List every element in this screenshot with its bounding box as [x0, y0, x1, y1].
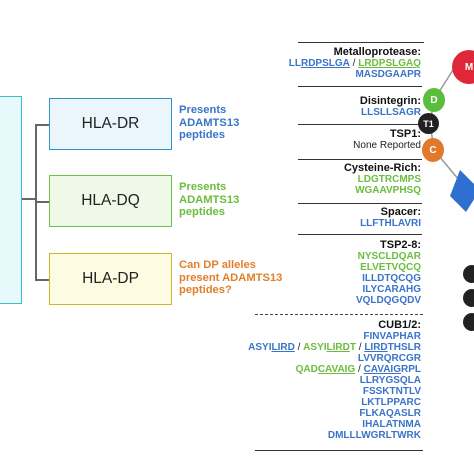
cysteine-section: Cysteine-Rich: LDGTRCMPS WGAAVPHSQ: [343, 162, 421, 197]
separator-cysteine: [298, 203, 422, 204]
tsp1-note: None Reported: [353, 140, 421, 151]
cub-peptide-lirdthslr: LIRDTHSLR: [364, 342, 421, 353]
tsp1-title: TSP1:: [389, 128, 421, 140]
cub-peptide-3: LVVRQRCGR: [357, 353, 421, 364]
root-node-box: [0, 96, 22, 304]
separator-cub: [255, 450, 423, 451]
cub-peptide: IHALATNMA: [362, 419, 421, 430]
hla-dp-description: Can DP alleles present ADAMTS13 peptides…: [179, 259, 283, 296]
cub-peptide-1: FINVAPHAR: [363, 331, 421, 342]
peptide-prefix: ASYI: [303, 342, 327, 353]
tsp-repeat-node: [463, 265, 474, 283]
peptide-underlined: CAVAIG: [363, 364, 401, 375]
connector-root: [22, 198, 36, 200]
peptide-underlined: LIRD: [326, 342, 350, 353]
connector-trunk: [35, 124, 37, 281]
metalloprotease-node-label: M: [464, 61, 474, 73]
peptide-separator: /: [355, 342, 365, 353]
disintegrin-title: Disintegrin:: [359, 95, 421, 107]
cysteine-peptide-1: LDGTRCMPS: [357, 174, 421, 185]
metalloprotease-title: Metalloprotease:: [333, 46, 421, 58]
tsp1-section: TSP1: None Reported: [353, 128, 421, 152]
domain-structure-graphic: [429, 61, 474, 331]
tsp-repeat-node: [463, 289, 474, 307]
disintegrin-section: Disintegrin: LLSLLSAGR: [359, 95, 421, 119]
peptide-suffix: T: [349, 342, 356, 353]
metalloprotease-peptide-2: LRDPSLGAQ: [358, 58, 421, 69]
cub-peptide: FLKAQASLR: [359, 408, 421, 419]
spacer-section: Spacer: LLFTHLAVRI: [360, 206, 421, 230]
peptide-suffix: RPL: [401, 364, 421, 375]
hla-dp-label: HLA-DP: [82, 270, 139, 287]
connector-dq: [35, 201, 49, 203]
peptide-underlined: RDPSLGA: [300, 58, 350, 69]
peptide-separator: /: [349, 58, 359, 69]
metalloprotease-peptide-1: LLRDPSLGA: [289, 58, 350, 69]
cysteine-node-label: C: [429, 144, 437, 156]
separator-tsp28: [255, 314, 423, 315]
cub-peptide: FSSKTNTLV: [362, 386, 421, 397]
peptide-prefix: ASYI: [248, 342, 272, 353]
separator-top: [298, 42, 424, 43]
tsp28-peptide: ILYCARAHG: [362, 284, 421, 295]
hla-dr-label: HLA-DR: [81, 115, 140, 132]
separator-spacer: [298, 234, 422, 235]
disintegrin-node: D: [423, 88, 445, 112]
peptide-prefix: LL: [288, 58, 301, 69]
tsp28-peptide: ILLDTQCQG: [362, 273, 421, 284]
disintegrin-peptide-1: LLSLLSAGR: [361, 107, 421, 118]
cub-peptide: LKTLPPARC: [361, 397, 421, 408]
peptide-separator: /: [294, 342, 304, 353]
metalloprotease-node: M: [452, 50, 474, 84]
hla-dr-box: HLA-DR: [49, 98, 172, 150]
peptide-separator: /: [355, 364, 364, 375]
disintegrin-node-label: D: [430, 94, 438, 106]
metalloprotease-peptide-3: MASDGAAPR: [355, 69, 421, 80]
tsp28-peptide: VQLDQGQDV: [355, 295, 421, 306]
cub-peptide: DMLLLWGRLTWRK: [327, 430, 421, 441]
metalloprotease-section: Metalloprotease: LLRDPSLGA / LRDPSLGAQ M…: [289, 46, 421, 81]
spacer-title: Spacer:: [380, 206, 421, 218]
tsp28-peptide: ELVETVQCQ: [360, 262, 421, 273]
tsp28-section: TSP2-8: NYSCLDQAR ELVETVQCQ ILLDTQCQG IL…: [355, 239, 421, 307]
peptide-underlined: LIRD: [364, 342, 388, 353]
cub-peptide-asyilird: ASYILIRD: [248, 342, 295, 353]
hla-dp-box: HLA-DP: [49, 253, 172, 305]
tsp28-title: TSP2-8:: [380, 239, 421, 251]
hla-dr-description: Presents ADAMTS13 peptides: [179, 104, 240, 141]
cysteine-peptide-2: WGAAVPHSQ: [355, 185, 421, 196]
hla-dq-label: HLA-DQ: [81, 192, 140, 209]
separator-disintegrin: [298, 124, 422, 125]
cub-peptide: LLRYGSQLA: [359, 375, 421, 386]
tsp1-node: T1: [418, 113, 439, 134]
hla-dq-box: HLA-DQ: [49, 175, 172, 227]
spacer-domain-shape: [450, 170, 474, 212]
cub-peptide-cavaigrpl: CAVAIGRPL: [364, 364, 421, 375]
cysteine-title: Cysteine-Rich:: [343, 162, 421, 174]
cub-section: CUB1/2: FINVAPHAR ASYILIRD / ASYILIRDT /…: [248, 319, 421, 442]
separator-metalloprotease: [298, 86, 422, 87]
spacer-peptide-1: LLFTHLAVRI: [360, 218, 421, 229]
hla-dq-description: Presents ADAMTS13 peptides: [179, 181, 240, 218]
peptide-prefix: QAD: [295, 364, 318, 375]
cub-peptide-qadcavaig: QADCAVAIG: [296, 364, 356, 375]
tsp1-node-label: T1: [423, 118, 434, 129]
connector-dr: [35, 124, 49, 126]
cysteine-node: C: [422, 138, 444, 162]
peptide-underlined: LIRD: [271, 342, 295, 353]
separator-tsp1: [298, 159, 422, 160]
tsp-repeat-node: [463, 313, 474, 331]
cub-title: CUB1/2:: [378, 319, 421, 331]
cub-peptide-asyilirdt: ASYILIRDT: [303, 342, 356, 353]
tsp28-peptide: NYSCLDQAR: [357, 251, 421, 262]
peptide-suffix: THSLR: [387, 342, 421, 353]
peptide-underlined: CAVAIG: [317, 364, 356, 375]
connector-dp: [35, 279, 49, 281]
